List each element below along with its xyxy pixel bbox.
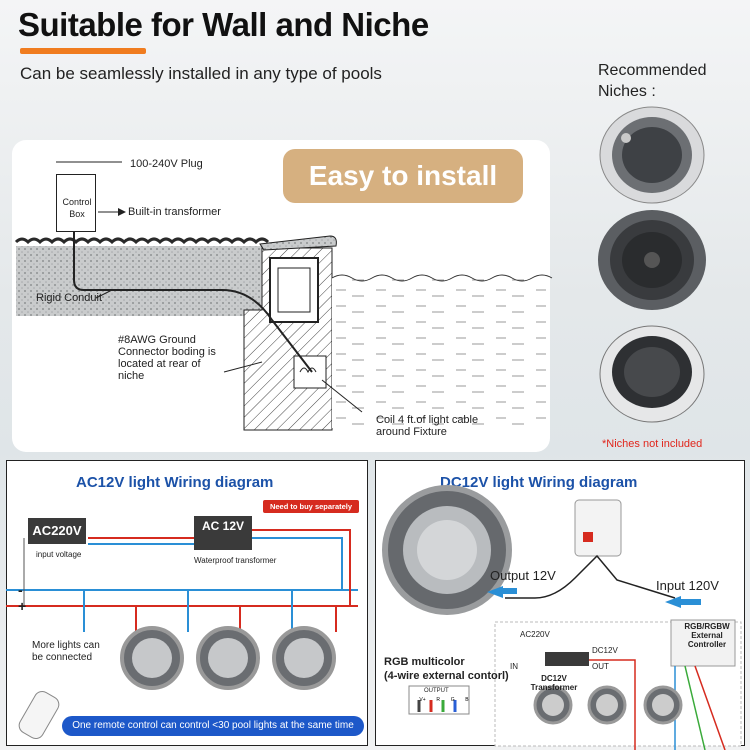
controller-label: RGB/RGBW External Controller bbox=[684, 622, 730, 649]
remote-note-bar: One remote control can control <30 pool … bbox=[62, 716, 364, 736]
dc-transformer-label: DC12V Transformer bbox=[530, 674, 578, 692]
output-pins-label: OUTPUT bbox=[424, 688, 449, 694]
ac-wires bbox=[6, 529, 358, 739]
pin-label: R bbox=[436, 697, 440, 703]
input-120v-label: Input 120V bbox=[656, 578, 719, 593]
more-lights-label: More lights can be connected bbox=[32, 640, 100, 663]
rgb-title: RGB multicolor bbox=[384, 656, 465, 668]
output-12v-label: Output 12V bbox=[490, 568, 556, 583]
pool-cross-section bbox=[14, 161, 553, 431]
pin-labels: V+ R G B bbox=[414, 697, 474, 703]
conduit-label: Rigid Conduit bbox=[36, 292, 103, 304]
buy-separately-tag: Need to buy separately bbox=[263, 500, 359, 513]
dc-controller bbox=[574, 499, 622, 557]
pin-label: B bbox=[465, 697, 469, 703]
niche-image-3 bbox=[599, 325, 705, 423]
page-subtitle: Can be seamlessly installed in any type … bbox=[20, 64, 382, 83]
ground-label: #8AWG Ground Connector boding is located… bbox=[118, 334, 216, 382]
page-title: Suitable for Wall and Niche bbox=[18, 6, 429, 43]
in-label: IN bbox=[510, 662, 518, 671]
rgb-subtitle: (4-wire external contorl) bbox=[384, 670, 509, 682]
pin-label: V+ bbox=[419, 697, 426, 703]
remote-control bbox=[18, 691, 60, 739]
easy-install-badge: Easy to install bbox=[283, 149, 523, 203]
niche-image-1 bbox=[599, 106, 705, 204]
control-box-label: Control Box bbox=[62, 197, 92, 219]
dc12-label: DC12V bbox=[592, 646, 618, 655]
pin-label: G bbox=[450, 697, 455, 703]
control-box bbox=[56, 174, 96, 232]
plus-sign: + bbox=[18, 598, 27, 614]
input-voltage-label: input voltage bbox=[36, 550, 82, 559]
dc-wiring-drawing bbox=[382, 485, 742, 750]
transformer-label: Built-in transformer bbox=[128, 206, 221, 218]
ac-light-fixtures bbox=[120, 626, 336, 690]
title-underline bbox=[20, 48, 146, 54]
minus-sign: - bbox=[18, 582, 23, 598]
niche-image-2 bbox=[598, 210, 706, 310]
niche-images bbox=[598, 106, 706, 423]
dc-ac220-label: AC220V bbox=[520, 630, 550, 639]
transformer-label: Waterproof transformer bbox=[194, 556, 277, 565]
recommended-niches-label: Recommended Niches : bbox=[598, 62, 707, 100]
out-label: OUT bbox=[592, 662, 609, 671]
ac12-box: AC 12V bbox=[194, 516, 252, 550]
plug-label: 100-240V Plug bbox=[130, 158, 203, 170]
ac-diagram-title: AC12V light Wiring diagram bbox=[76, 474, 274, 491]
coil-label: Coil 4 ft.of light cable around Fixture bbox=[376, 414, 479, 438]
niches-note: *Niches not included bbox=[602, 438, 703, 450]
dc-small-fixtures bbox=[533, 685, 683, 725]
ac220-box: AC220V bbox=[28, 518, 86, 544]
dc-light-fixture bbox=[382, 485, 512, 615]
dc-diagram-title: DC12V light Wiring diagram bbox=[440, 474, 638, 491]
